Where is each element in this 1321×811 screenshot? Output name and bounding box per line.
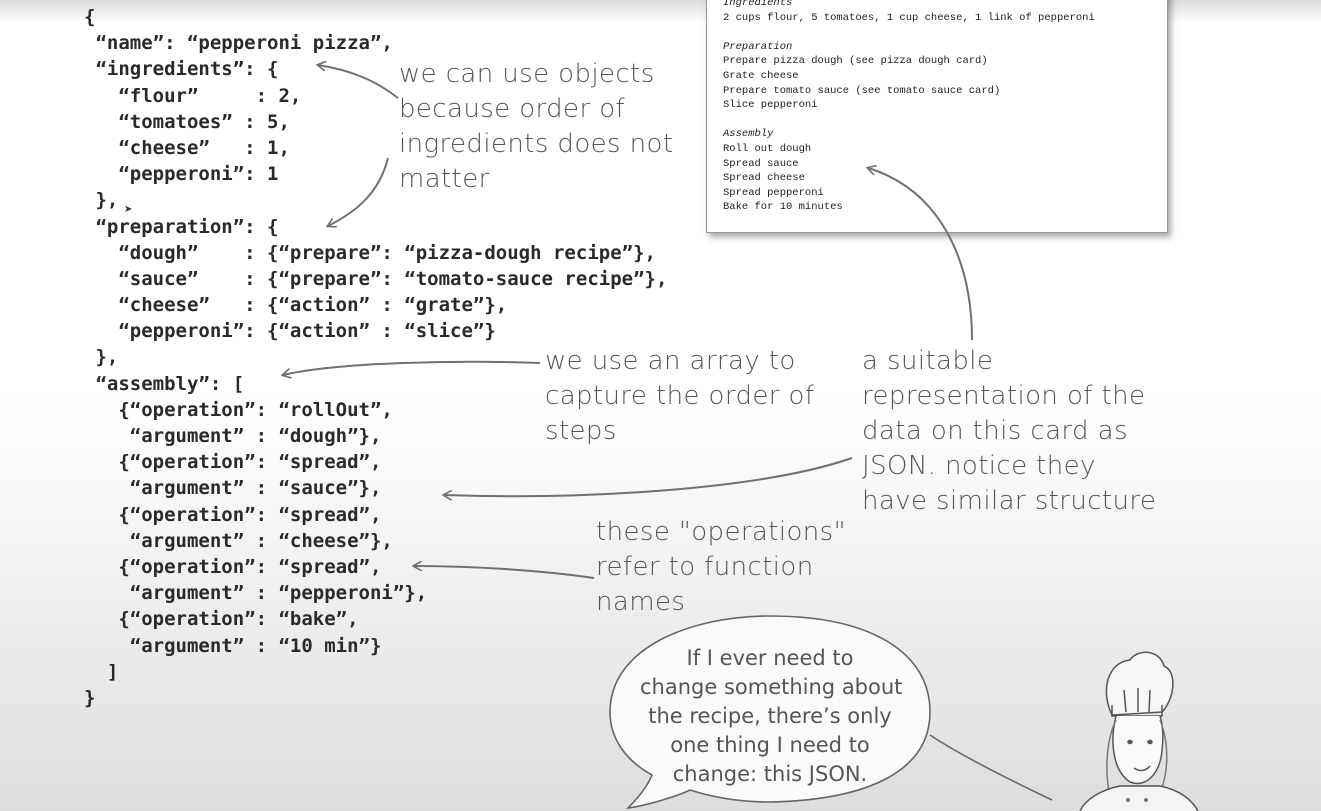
arrow-to-card	[868, 168, 973, 341]
card-section-heading: Preparation	[723, 40, 793, 53]
speech-bubble	[609, 615, 931, 810]
speech-line: one thing I need to	[670, 733, 870, 757]
annotation-line: a suitable	[862, 346, 994, 376]
json-code-block: { “name”: “pepperoni pizza”, “ingredient…	[84, 4, 667, 711]
code-line: {“operation”: “bake”,	[84, 608, 359, 631]
arrow-to-preparation	[328, 157, 389, 226]
annotation-line: we can use objects	[399, 59, 655, 89]
code-line: “preparation”: {	[84, 215, 279, 238]
annotation-line: we use an array to	[545, 346, 796, 376]
code-line: {“operation”: “spread”,	[84, 451, 382, 474]
annotation-line: refer to function	[596, 552, 814, 582]
code-line: “argument” : “cheese”},	[84, 529, 393, 552]
annotation-line: representation of the	[862, 381, 1146, 411]
card-line: Prepare tomato sauce (see tomato sauce c…	[723, 84, 1001, 97]
card-line: Spread sauce	[723, 157, 799, 170]
code-line: “sauce” : {“prepare”: “tomato-sauce reci…	[84, 267, 668, 290]
speech-bubble-text: If I ever need to change something about…	[640, 644, 903, 789]
annotation-line: JSON. notice they	[862, 451, 1096, 481]
code-line: “cheese” : {“action” : “grate”},	[84, 294, 508, 317]
code-line: },	[84, 346, 119, 369]
annotation-line: because order of	[399, 94, 626, 124]
speech-line: If I ever need to	[686, 646, 854, 670]
code-line: },	[84, 189, 119, 212]
code-line: {	[84, 6, 96, 28]
annotation-representation: a suitable representation of the data on…	[862, 344, 1156, 519]
code-line: “assembly”: [	[84, 372, 245, 395]
annotation-line: names	[596, 587, 686, 617]
code-line: “pepperoni”: {“action” : “slice”}	[84, 320, 496, 343]
card-line: Spread cheese	[723, 172, 805, 185]
speech-line: the recipe, there’s only	[648, 704, 892, 728]
code-line: {“operation”: “rollOut”,	[84, 398, 393, 421]
card-line: Prepare pizza dough (see pizza dough car…	[723, 55, 988, 68]
code-line: “pepperoni”: 1	[84, 163, 279, 186]
speech-line: change something about	[640, 675, 903, 699]
annotation-line: ingredients does not	[399, 129, 674, 159]
arrow-to-sauce-step	[444, 457, 853, 496]
card-line: Roll out dough	[723, 142, 812, 155]
code-line: “argument” : “dough”},	[84, 425, 382, 447]
card-line: Slice pepperoni	[723, 99, 818, 112]
arrow-to-ingredients	[318, 65, 399, 99]
card-section-heading: Assembly	[723, 128, 774, 141]
arrow-to-assembly	[283, 360, 541, 375]
annotation-objects: we can use objects because order of ingr…	[399, 57, 673, 197]
speech-line: change: this JSON.	[672, 762, 868, 786]
recipe-card: Ingredients 2 cups flour, 5 tomatoes, 1 …	[706, 0, 1168, 233]
code-line: “argument” : “pepperoni”},	[84, 582, 428, 605]
annotation-array: we use an array to capture the order of …	[545, 344, 814, 449]
card-line: Grate cheese	[723, 69, 799, 82]
code-line: “cheese” : 1,	[84, 136, 290, 159]
annotation-operations: these "operations" refer to function nam…	[596, 515, 846, 620]
recipe-card-text: Ingredients 2 cups flour, 5 tomatoes, 1 …	[723, 0, 1095, 215]
code-line: “argument” : “sauce”},	[84, 477, 382, 500]
annotation-line: steps	[545, 416, 617, 446]
code-line: ]	[84, 660, 119, 683]
code-line: {“operation”: “spread”,	[84, 503, 382, 526]
code-line: “argument” : “10 min”}	[84, 634, 382, 657]
code-line: “dough” : {“prepare”: “pizza-dough recip…	[84, 241, 656, 264]
code-line: “name”: “pepperoni pizza”,	[84, 32, 393, 55]
code-line: “flour” : 2,	[84, 84, 302, 107]
code-line: {“operation”: “spread”,	[84, 555, 382, 578]
code-line: }	[84, 686, 96, 709]
code-line: “tomatoes” : 5,	[84, 110, 290, 133]
chef-illustration	[1079, 651, 1199, 811]
code-line: “ingredients”: {	[84, 58, 279, 81]
card-line: Spread pepperoni	[723, 186, 824, 199]
annotation-line: capture the order of	[545, 381, 815, 411]
annotation-line: have similar structure	[862, 486, 1157, 516]
annotation-line: these "operations"	[596, 517, 846, 547]
card-line: Bake for 10 minutes	[723, 201, 843, 214]
annotation-line: data on this card as	[862, 416, 1128, 446]
card-line: 2 cups flour, 5 tomatoes, 1 cup cheese, …	[723, 11, 1095, 24]
mouse-cursor-icon: ➤	[124, 204, 132, 215]
arrow-to-operation	[414, 566, 595, 579]
annotation-line: matter	[399, 164, 490, 194]
card-section-heading: Ingredients	[723, 0, 793, 9]
